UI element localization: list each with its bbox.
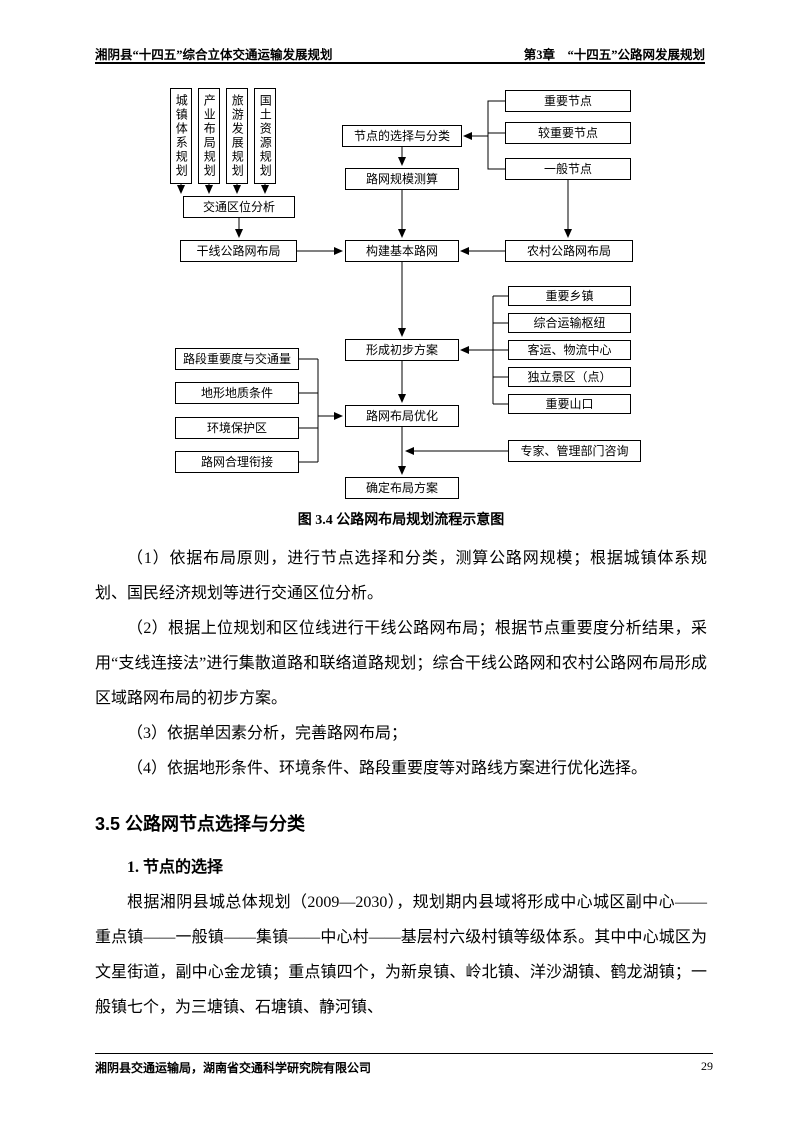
flow-box-preliminary-plan: 形成初步方案 xyxy=(345,339,459,361)
flow-box-important-mountain-pass: 重要山口 xyxy=(508,394,631,414)
flow-box-urban-system-planning: 城镇体系规划 xyxy=(170,88,192,184)
flowchart-figure: 城镇体系规划 产业布局规划 旅游发展规划 国土资源规划 交通区位分析 干线公路网… xyxy=(0,82,793,507)
flow-box-tourism-development-planning: 旅游发展规划 xyxy=(226,88,248,184)
flow-box-trunk-network-layout: 干线公路网布局 xyxy=(180,240,297,262)
flow-box-node-selection-classification: 节点的选择与分类 xyxy=(342,125,462,147)
footer-organization: 湘阴县交通运输局，湖南省交通科学研究院有限公司 xyxy=(95,1061,372,1075)
flow-box-general-node: 一般节点 xyxy=(505,158,631,180)
flow-box-traffic-location-analysis: 交通区位分析 xyxy=(183,196,295,218)
flow-box-industry-layout-planning: 产业布局规划 xyxy=(198,88,220,184)
subsection-heading-node-selection: 1. 节点的选择 xyxy=(127,859,224,876)
flow-box-comprehensive-transport-hub: 综合运输枢纽 xyxy=(508,313,631,333)
header-left-title: 湘阴县“十四五”综合立体交通运输发展规划 xyxy=(95,48,333,62)
paragraph-2: （2）根据上位规划和区位线进行干线公路网布局；根据节点重要度分析结果，采用“支线… xyxy=(95,620,707,707)
page-footer: 湘阴县交通运输局，湖南省交通科学研究院有限公司 29 xyxy=(95,1059,713,1076)
flow-box-land-resources-planning: 国土资源规划 xyxy=(254,88,276,184)
paragraph-5: 根据湘阴县城总体规划（2009—2030），规划期内县域将形成中心城区副中心——… xyxy=(95,894,707,1016)
page-header: 湘阴县“十四五”综合立体交通运输发展规划 第3章 “十四五”公路网发展规划 xyxy=(95,44,705,63)
paragraph-4: （4）依据地形条件、环境条件、路段重要度等对路线方案进行优化选择。 xyxy=(127,760,648,777)
flow-box-independent-scenic-spot: 独立景区（点） xyxy=(508,367,631,387)
figure-caption: 图 3.4 公路网布局规划流程示意图 xyxy=(297,513,505,528)
flow-box-network-scale-estimation: 路网规模测算 xyxy=(345,168,459,190)
flow-box-environmental-protection-area: 环境保护区 xyxy=(175,417,299,439)
flow-box-rural-network-layout: 农村公路网布局 xyxy=(505,240,633,262)
header-right-title: 第3章 “十四五”公路网发展规划 xyxy=(523,48,705,62)
flow-box-important-node: 重要节点 xyxy=(505,90,631,112)
flow-box-passenger-logistics-center: 客运、物流中心 xyxy=(508,340,631,360)
section-heading-3-5: 3.5 公路网节点选择与分类 xyxy=(95,814,306,834)
header-rule xyxy=(95,62,705,64)
paragraph-1: （1）依据布局原则，进行节点选择和分类，测算公路网规模；根据城镇体系规划、国民经… xyxy=(95,550,707,602)
footer-page-number: 29 xyxy=(701,1059,713,1073)
footer-rule xyxy=(95,1053,713,1054)
flow-box-build-basic-network: 构建基本路网 xyxy=(345,240,459,262)
flow-box-network-reasonable-connection: 路网合理衔接 xyxy=(175,451,299,473)
flow-box-important-township: 重要乡镇 xyxy=(508,286,631,306)
flow-box-layout-optimization: 路网布局优化 xyxy=(345,405,459,427)
flowchart-arrows xyxy=(177,100,572,475)
paragraph-3: （3）依据单因素分析，完善路网布局； xyxy=(127,725,408,742)
document-body: （1）依据布局原则，进行节点选择和分类，测算公路网规模；根据城镇体系规划、国民经… xyxy=(95,541,707,1025)
flow-box-terrain-geology: 地形地质条件 xyxy=(175,382,299,404)
flow-box-more-important-node: 较重要节点 xyxy=(505,122,631,144)
flow-box-segment-importance-traffic: 路段重要度与交通量 xyxy=(175,348,299,370)
flow-box-expert-consultation: 专家、管理部门咨询 xyxy=(508,440,641,462)
flow-box-final-plan: 确定布局方案 xyxy=(345,477,459,499)
